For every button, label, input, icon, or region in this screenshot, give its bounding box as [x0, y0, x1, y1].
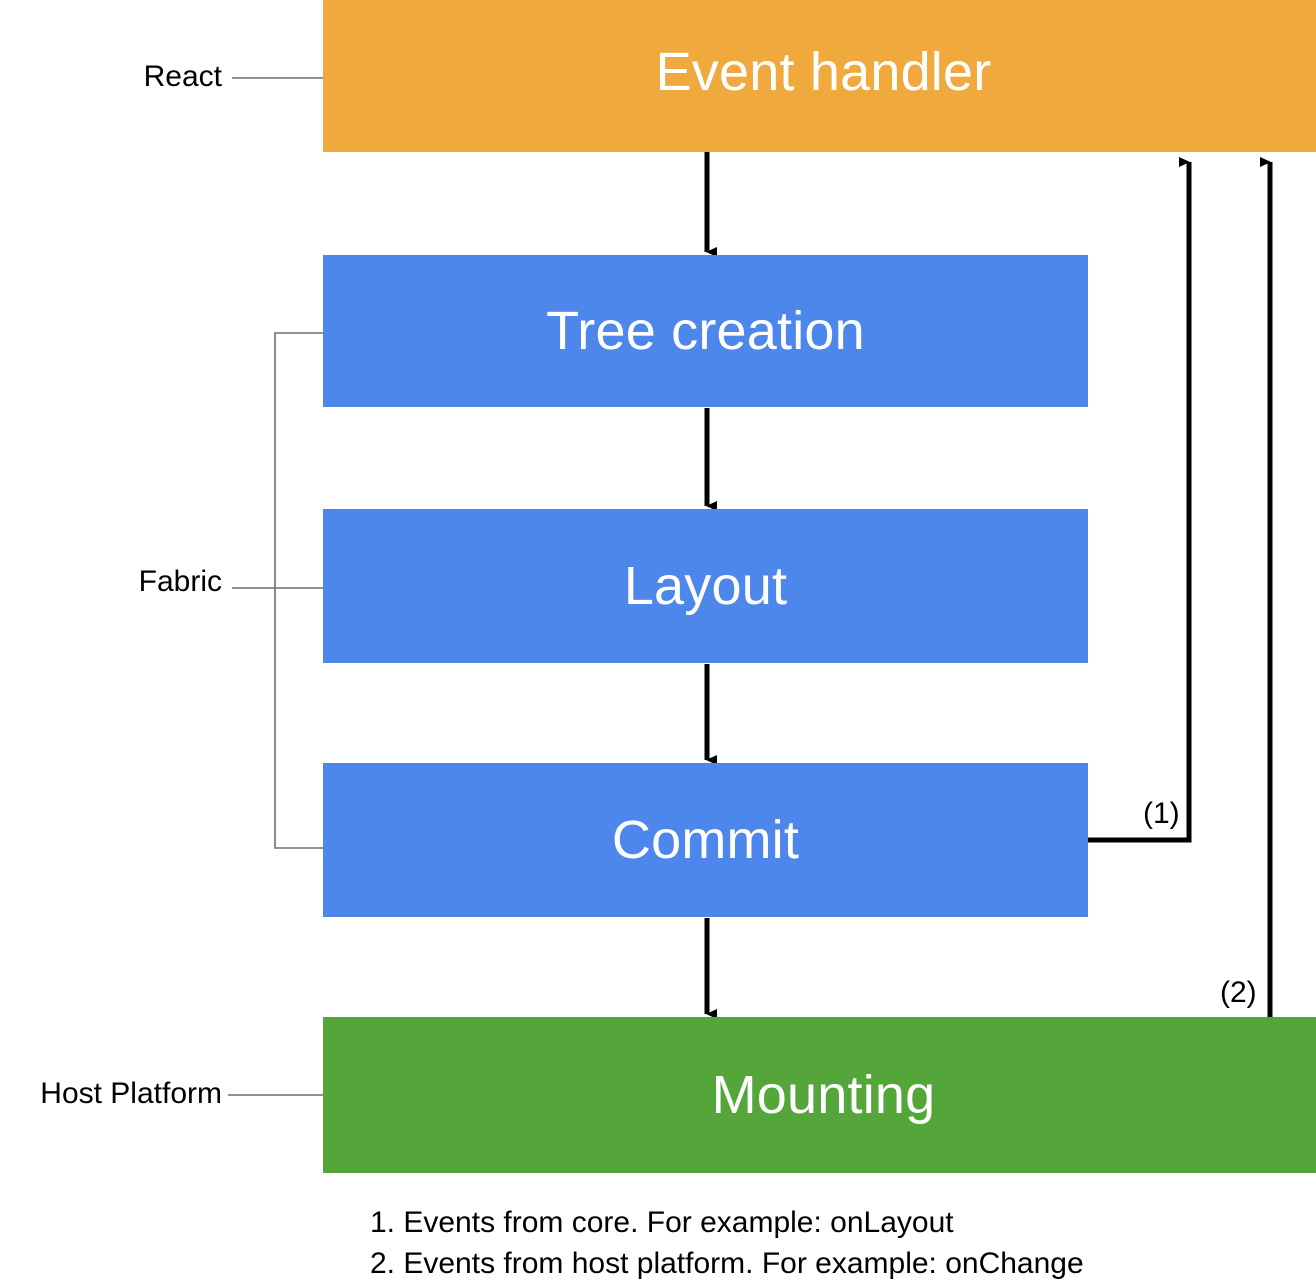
stage-box-mounting[interactable]: Mounting: [323, 1017, 1316, 1173]
stage-label-commit: Commit: [611, 810, 800, 870]
fabric-bracket: [232, 332, 324, 849]
group-label-fabric: Fabric: [138, 565, 222, 598]
footnote-item-1: 1. Events from core. For example: onLayo…: [370, 1206, 954, 1239]
feedback-marker-one: (1): [1143, 797, 1180, 830]
group-label-react: React: [143, 60, 222, 93]
stage-box-layout[interactable]: Layout: [323, 509, 1088, 663]
stage-box-commit[interactable]: Commit: [323, 763, 1088, 917]
footnotes: 1. Events from core. For example: onLayo…: [370, 1203, 1084, 1285]
stage-box-event-handler[interactable]: Event handler: [323, 0, 1316, 152]
stage-box-tree-creation[interactable]: Tree creation: [323, 255, 1088, 407]
feedback-marker-two: (2): [1220, 976, 1257, 1009]
stage-label-layout: Layout: [623, 556, 788, 616]
stage-label-mounting: Mounting: [711, 1065, 936, 1125]
group-label-host-platform: Host Platform: [40, 1077, 222, 1110]
stage-label-event-handler: Event handler: [655, 42, 992, 102]
stage-label-tree-creation: Tree creation: [546, 301, 865, 361]
arrow-commit-to-event-handler-feedback: [1086, 157, 1192, 843]
footnote-item-2: 2. Events from host platform. For exampl…: [370, 1246, 1084, 1280]
